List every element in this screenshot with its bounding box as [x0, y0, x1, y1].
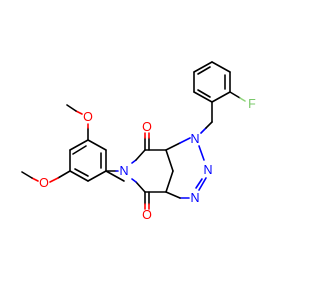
atom-oxygen-methoxy-top: O: [83, 110, 93, 124]
double-bond-inner: [197, 89, 211, 98]
bond-n: [198, 177, 207, 191]
bond: [165, 191, 181, 199]
carbonyl-groups: [144, 132, 150, 210]
atom-oxygen-carbonyl-bottom: O: [142, 208, 152, 222]
atom-oxygen-carbonyl-top: O: [142, 120, 152, 134]
bond: [87, 170, 107, 182]
atom-nitrogen-triazole-2: N: [203, 163, 212, 177]
atom-nitrogen-triazole-3: N: [190, 191, 199, 205]
bond-n-double: [195, 178, 203, 189]
fluorophenyl-ring: [193, 61, 246, 103]
bond: [165, 142, 181, 151]
bond: [135, 149, 146, 161]
bond-f: [239, 97, 246, 102]
molecule-drawing: O O N O O N N N F: [21, 61, 256, 222]
bond: [193, 61, 213, 73]
atom-nitrogen-triazole-1: N: [190, 132, 199, 146]
bond-o: [75, 110, 83, 115]
triazole-ring: [165, 137, 207, 199]
double-bond-inner: [72, 145, 87, 155]
bond: [69, 170, 89, 182]
methoxy-groups: [21, 104, 89, 183]
bond: [105, 170, 125, 182]
bond-o: [31, 177, 39, 182]
atom-fluorine: F: [248, 97, 256, 111]
bond: [211, 61, 231, 73]
bond: [57, 170, 71, 179]
bond-n: [198, 145, 205, 161]
double-bond-inner: [197, 66, 211, 75]
dimethoxyphenyl-ring: [69, 139, 125, 182]
bond: [135, 181, 146, 193]
bond: [229, 91, 241, 99]
bond: [66, 104, 77, 112]
bond-n: [131, 178, 137, 183]
benzyl-ch2-bond: [205, 121, 213, 129]
bond: [165, 149, 174, 172]
bond-n: [179, 137, 191, 144]
bond: [211, 91, 231, 103]
bond: [69, 139, 89, 151]
bond: [21, 171, 33, 179]
double-bond-inner: [74, 168, 89, 177]
atom-nitrogen-imide: N: [119, 164, 128, 178]
bond: [87, 139, 107, 151]
atom-oxygen-methoxy-bottom: O: [39, 176, 49, 190]
bond: [165, 170, 174, 193]
bond-n: [131, 159, 137, 164]
imide-ring: [131, 149, 174, 193]
bond-n: [200, 127, 207, 134]
bond-o: [49, 177, 59, 183]
bond: [193, 91, 213, 103]
structure-diagram: O O N O O N N N F: [21, 61, 257, 222]
